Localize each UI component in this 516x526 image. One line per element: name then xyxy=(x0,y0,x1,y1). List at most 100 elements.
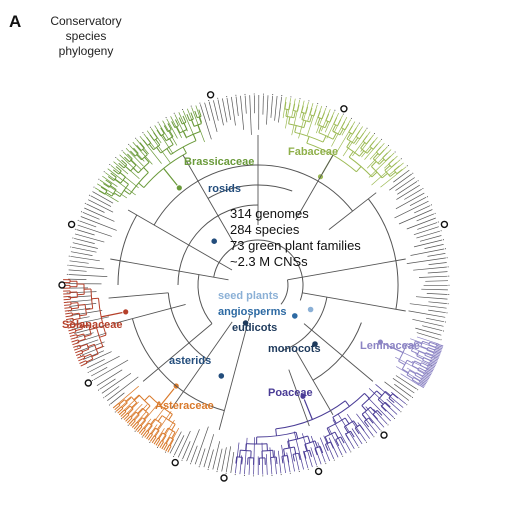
tree-tip-branch xyxy=(158,122,170,141)
clade-internal-arc xyxy=(138,394,151,407)
clade-internal-branch xyxy=(142,148,148,155)
clade-internal-branch xyxy=(416,355,424,360)
backbone-branch xyxy=(287,258,406,281)
clade-internal-branch xyxy=(377,399,384,405)
tree-tip-marker xyxy=(444,247,447,251)
clade-internal-branch xyxy=(330,441,334,449)
seed-plants-node-marker xyxy=(306,305,315,314)
clade-internal-branch xyxy=(419,364,427,369)
clade-internal-branch xyxy=(105,179,112,185)
tree-tip-branch xyxy=(92,191,114,204)
clade-label-brassicaceae: Brassicaceae xyxy=(184,156,255,168)
clade-internal-branch xyxy=(329,115,334,123)
tree-tip-branch xyxy=(76,229,95,236)
clade-internal-branch xyxy=(414,360,422,365)
tree-tip-marker xyxy=(234,94,238,97)
tree-tip-branch xyxy=(398,209,433,225)
backbone-branch xyxy=(328,192,377,230)
clade-internal-branch xyxy=(114,178,121,184)
clade-internal-branch xyxy=(157,415,163,422)
clade-internal-branch xyxy=(422,359,430,364)
clade-internal-arc xyxy=(111,189,117,197)
backbone-branch xyxy=(142,323,213,382)
clade-internal-arc xyxy=(129,158,133,163)
clade-internal-branch xyxy=(293,110,296,118)
clade-internal-branch xyxy=(434,350,441,354)
clade-internal-branch xyxy=(86,358,94,363)
tree-tip-marker xyxy=(91,379,94,382)
tree-tip-branch xyxy=(234,442,240,474)
tree-tip-marker xyxy=(288,471,292,475)
tree-tip-branch xyxy=(74,233,105,243)
clade-internal-branch xyxy=(313,109,317,117)
clade-internal-branch xyxy=(64,307,72,309)
tree-tip-branch xyxy=(337,436,347,454)
tree-tip-branch xyxy=(406,367,425,378)
clade-internal-branch xyxy=(292,454,295,462)
clade-internal-branch xyxy=(194,110,198,118)
tree-tip-branch xyxy=(226,97,231,120)
clade-internal-branch xyxy=(91,297,99,300)
tree-tip-branch xyxy=(199,448,206,466)
clade-internal-branch xyxy=(161,442,166,450)
tree-tip-branch xyxy=(76,332,107,343)
clade-internal-branch xyxy=(294,125,297,133)
tree-tip-branch xyxy=(99,179,128,199)
clade-internal-branch xyxy=(356,166,362,173)
clade-label-asterids: asterids xyxy=(169,355,212,367)
tree-tip-branch xyxy=(266,95,269,125)
clade-internal-arc xyxy=(303,449,310,453)
clade-internal-branch xyxy=(388,158,395,165)
clade-internal-branch xyxy=(154,430,160,437)
clade-internal-branch xyxy=(309,107,313,115)
clade-internal-arc xyxy=(86,344,90,350)
tree-tip-branch xyxy=(424,244,444,249)
clade-internal-branch xyxy=(73,318,81,321)
clade-internal-branch xyxy=(144,156,150,163)
tree-tip-branch xyxy=(409,303,447,309)
clade-internal-branch xyxy=(359,132,365,140)
tree-tip-branch xyxy=(72,316,110,325)
tree-tip-branch xyxy=(94,187,119,203)
tree-tip-branch xyxy=(107,168,123,181)
tree-tip-marker xyxy=(84,202,87,205)
tree-tip-marker xyxy=(436,220,440,224)
tree-tip-branch xyxy=(190,445,198,463)
tree-tip-marker xyxy=(114,410,117,414)
clade-internal-branch xyxy=(124,156,130,163)
clade-internal-arc xyxy=(167,427,176,433)
clade-internal-branch xyxy=(305,106,309,114)
clade-internal-branch xyxy=(419,381,426,386)
tree-tip-branch xyxy=(125,148,144,167)
tree-tip-marker xyxy=(66,263,70,267)
tree-tip-branch xyxy=(404,188,423,200)
clade-internal-branch xyxy=(70,336,78,340)
clade-internal-branch xyxy=(63,298,71,301)
tree-tip-branch xyxy=(328,427,343,456)
tree-tip-branch xyxy=(410,248,445,256)
tree-tip-branch xyxy=(86,358,105,369)
tree-tip-branch xyxy=(73,237,95,244)
tree-tip-marker xyxy=(315,465,319,468)
panel-letter: A xyxy=(9,12,22,31)
tree-tip-branch xyxy=(367,397,391,422)
clade-internal-branch xyxy=(432,354,440,358)
tree-tip-branch xyxy=(427,271,448,274)
tree-tip-marker xyxy=(198,101,202,105)
tree-tip-branch xyxy=(99,378,116,390)
clade-internal-branch xyxy=(115,166,122,172)
clade-internal-branch xyxy=(197,124,201,132)
clade-internal-branch xyxy=(65,315,73,318)
clade-internal-branch xyxy=(78,357,85,362)
outer-node-circle xyxy=(58,281,66,289)
clade-internal-branch xyxy=(346,132,352,140)
tree-tip-marker xyxy=(341,454,345,458)
tree-tip-branch xyxy=(415,327,442,336)
clade-internal-branch xyxy=(112,403,119,409)
asterids-node-marker xyxy=(217,372,225,380)
tree-tip-branch xyxy=(203,434,215,468)
clade-internal-branch xyxy=(171,432,176,439)
clade-internal-arc xyxy=(434,346,437,349)
clade-internal-branch xyxy=(68,328,76,332)
clade-internal-branch xyxy=(411,365,419,370)
